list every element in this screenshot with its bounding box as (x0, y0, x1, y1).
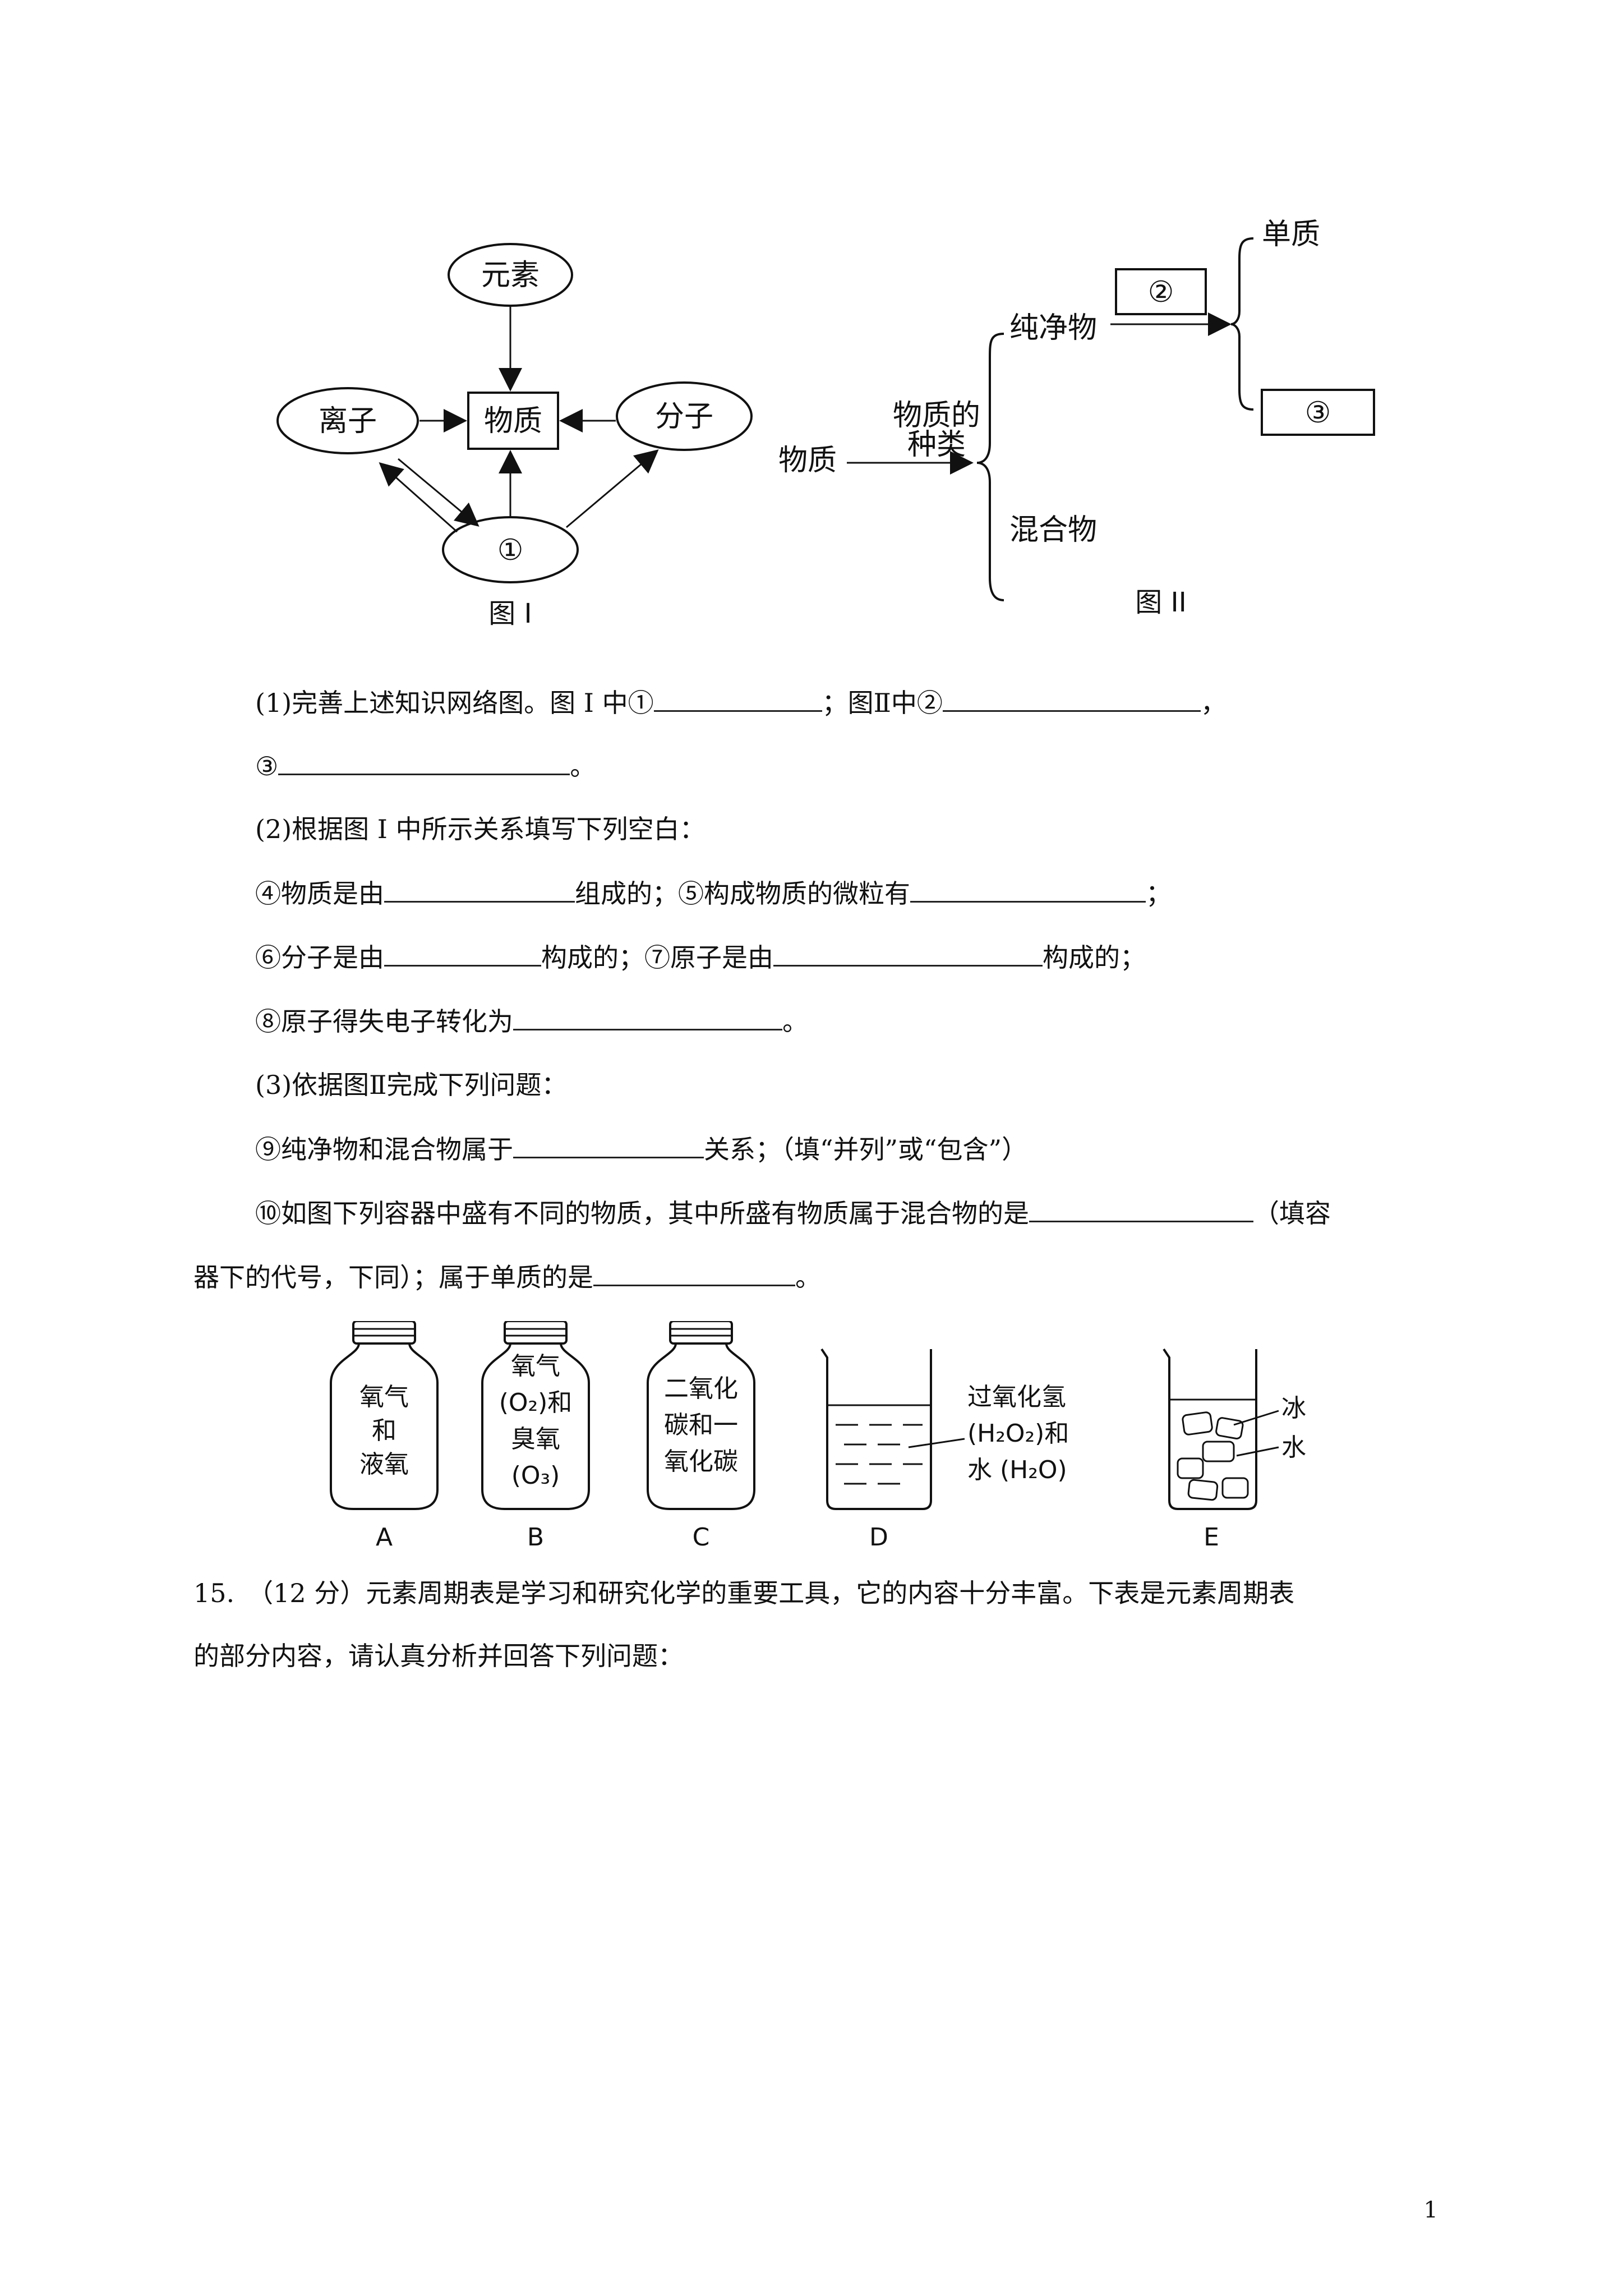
answer-blank-8[interactable] (513, 1004, 782, 1030)
arrow-unknown-to-molecule (566, 449, 659, 528)
q10-a: ⑩如图下列容器中盛有不同的物质，其中所盛有物质属于混合物的是 (255, 1198, 1029, 1228)
q4-c: ； (1146, 878, 1172, 909)
question-9-line: ⑨纯净物和混合物属于 关系；（填“并列”或“包含”） (255, 1132, 1027, 1166)
substance-node-label: 物质 (484, 404, 542, 438)
jar-A-line-1: 氧气 (359, 1383, 409, 1411)
jar-C-letter: C (693, 1523, 710, 1552)
answer-blank-7[interactable] (773, 940, 1043, 967)
q1-part-1: (1)完善上述知识网络图。图 I 中① (255, 688, 654, 718)
question-10-line-1: ⑩如图下列容器中盛有不同的物质，其中所盛有物质属于混合物的是 （填容 (255, 1196, 1331, 1230)
beaker-D-label-3: 水 (H₂O) (967, 1456, 1067, 1484)
simple-substance-label: 单质 (1262, 218, 1320, 251)
answer-blank-6[interactable] (384, 940, 541, 967)
brace-pure (1230, 237, 1254, 411)
answer-blank-9[interactable] (513, 1132, 704, 1158)
page-number: 1 (1423, 2197, 1438, 2223)
beaker-D-label-2: (H₂O₂)和 (967, 1419, 1069, 1448)
question-8-line: ⑧原子得失电子转化为 。 (255, 1004, 808, 1038)
jar-B-line-4: (O₃) (511, 1461, 560, 1490)
box-3 (1261, 389, 1375, 436)
molecule-node (616, 381, 753, 451)
question-1-line-2: ③。 (255, 749, 596, 783)
containers-figure: 氧气 和 液氧 A 氧气 (O₂)和 臭氧 (O₃) B 二氧化 碳和一 氧化碳… (330, 1321, 1306, 1552)
q9-b: 关系；（填“并列”或“包含”） (704, 1134, 1028, 1165)
jar-A-line-2: 和 (372, 1416, 396, 1445)
q6-a: ⑥分子是由 (255, 942, 384, 973)
pure-substance-label: 纯净物 (1009, 311, 1097, 345)
beaker-D-label-1: 过氧化氢 (967, 1383, 1066, 1411)
figure-2: 物质 物质的 种类 纯净物 混合物 ② 单质 ③ 图 II (778, 218, 1375, 618)
beaker-E: 冰 水 E (1163, 1348, 1306, 1552)
jar-B-line-3: 臭氧 (511, 1425, 560, 1453)
box-2 (1115, 268, 1207, 315)
element-node-label: 元素 (481, 259, 540, 292)
jar-C-line-3: 氧化碳 (664, 1447, 738, 1476)
arrow-ion-to-unknown (398, 458, 479, 527)
jar-C: 二氧化 碳和一 氧化碳 C (647, 1321, 755, 1552)
q8-b: 。 (782, 1006, 808, 1037)
jar-C-line-2: 碳和一 (664, 1411, 738, 1439)
figure-1-caption: 图 I (488, 598, 532, 629)
beaker-D: 过氧化氢 (H₂O₂)和 水 (H₂O) D (820, 1348, 1069, 1552)
q10-d: 。 (795, 1262, 821, 1292)
beaker-E-letter: E (1204, 1523, 1219, 1552)
question-3-title: (3)依据图Ⅱ完成下列问题： (255, 1070, 568, 1100)
molecule-node-label: 分子 (655, 400, 713, 434)
question-15-line-1: 15. （12 分）元素周期表是学习和研究化学的重要工具，它的内容十分丰富。下表… (193, 1578, 1295, 1608)
q1-part-2: ；图Ⅱ中② (822, 688, 943, 718)
question-6-line: ⑥分子是由 构成的；⑦原子是由 构成的； (255, 940, 1146, 974)
figure-2-branch-label-1: 物质的 (893, 399, 980, 432)
jar-B-letter: B (527, 1523, 544, 1552)
q10-b: （填容 (1253, 1198, 1331, 1228)
question-15-line-2: 的部分内容，请认真分析并回答下列问题： (193, 1641, 684, 1671)
q6-b: 构成的；⑦原子是由 (541, 942, 773, 973)
q1-part-3: ， (1200, 688, 1227, 718)
q10-c: 器下的代号，下同）；属于单质的是 (193, 1262, 593, 1292)
q1-line-2-start: ③ (255, 751, 279, 781)
question-4-line: ④物质是由 组成的；⑤构成物质的微粒有 ； (255, 876, 1172, 910)
jar-B-line-2: (O₂)和 (499, 1388, 573, 1417)
answer-blank-2[interactable] (942, 685, 1201, 712)
question-2-title: (2)根据图 I 中所示关系填写下列空白： (255, 814, 706, 844)
jar-B-line-1: 氧气 (511, 1352, 560, 1381)
answer-blank-11[interactable] (593, 1260, 795, 1286)
answer-blank-5[interactable] (910, 876, 1146, 903)
jar-A: 氧气 和 液氧 A (330, 1321, 439, 1552)
substance-node (467, 392, 559, 450)
ion-node-label: 离子 (319, 404, 377, 438)
answer-blank-4[interactable] (384, 876, 575, 903)
jar-A-line-3: 液氧 (359, 1450, 409, 1479)
arrow-unknown-to-ion (379, 462, 458, 533)
answer-blank-10[interactable] (1029, 1196, 1253, 1222)
question-10-line-2: 器下的代号，下同）；属于单质的是 。 (193, 1260, 821, 1294)
q8-a: ⑧原子得失电子转化为 (255, 1006, 513, 1037)
ion-node (276, 387, 419, 454)
figure-2-root: 物质 (778, 444, 837, 477)
q6-c: 构成的； (1043, 942, 1146, 973)
unknown-1-node (442, 516, 579, 583)
box-2-label: ② (1148, 275, 1174, 309)
q1-line-2-end: 。 (570, 751, 596, 781)
beaker-D-letter: D (869, 1523, 888, 1552)
answer-blank-1[interactable] (653, 685, 822, 712)
answer-blank-3[interactable] (278, 749, 570, 775)
beaker-E-ice-label: 冰 (1281, 1394, 1306, 1423)
figure-1: 元素 物质 离子 分子 ① 图 I (276, 243, 753, 629)
q4-b: 组成的；⑤构成物质的微粒有 (575, 878, 910, 909)
beaker-E-water-label: 水 (1281, 1433, 1306, 1462)
figure-2-branch-label-2: 种类 (907, 428, 966, 462)
jar-C-line-1: 二氧化 (664, 1374, 738, 1403)
box-3-label: ③ (1305, 396, 1331, 430)
q9-a: ⑨纯净物和混合物属于 (255, 1134, 513, 1165)
brace-kinds (976, 333, 1004, 601)
jar-B: 氧气 (O₂)和 臭氧 (O₃) B (481, 1321, 590, 1552)
figure-2-caption: 图 II (1135, 587, 1187, 618)
mixture-label: 混合物 (1009, 513, 1097, 547)
question-1-line-1: (1)完善上述知识网络图。图 I 中① ；图Ⅱ中② ， (255, 685, 1227, 720)
jar-A-letter: A (376, 1523, 393, 1552)
unknown-1-node-label: ① (497, 533, 524, 567)
q4-a: ④物质是由 (255, 878, 384, 909)
